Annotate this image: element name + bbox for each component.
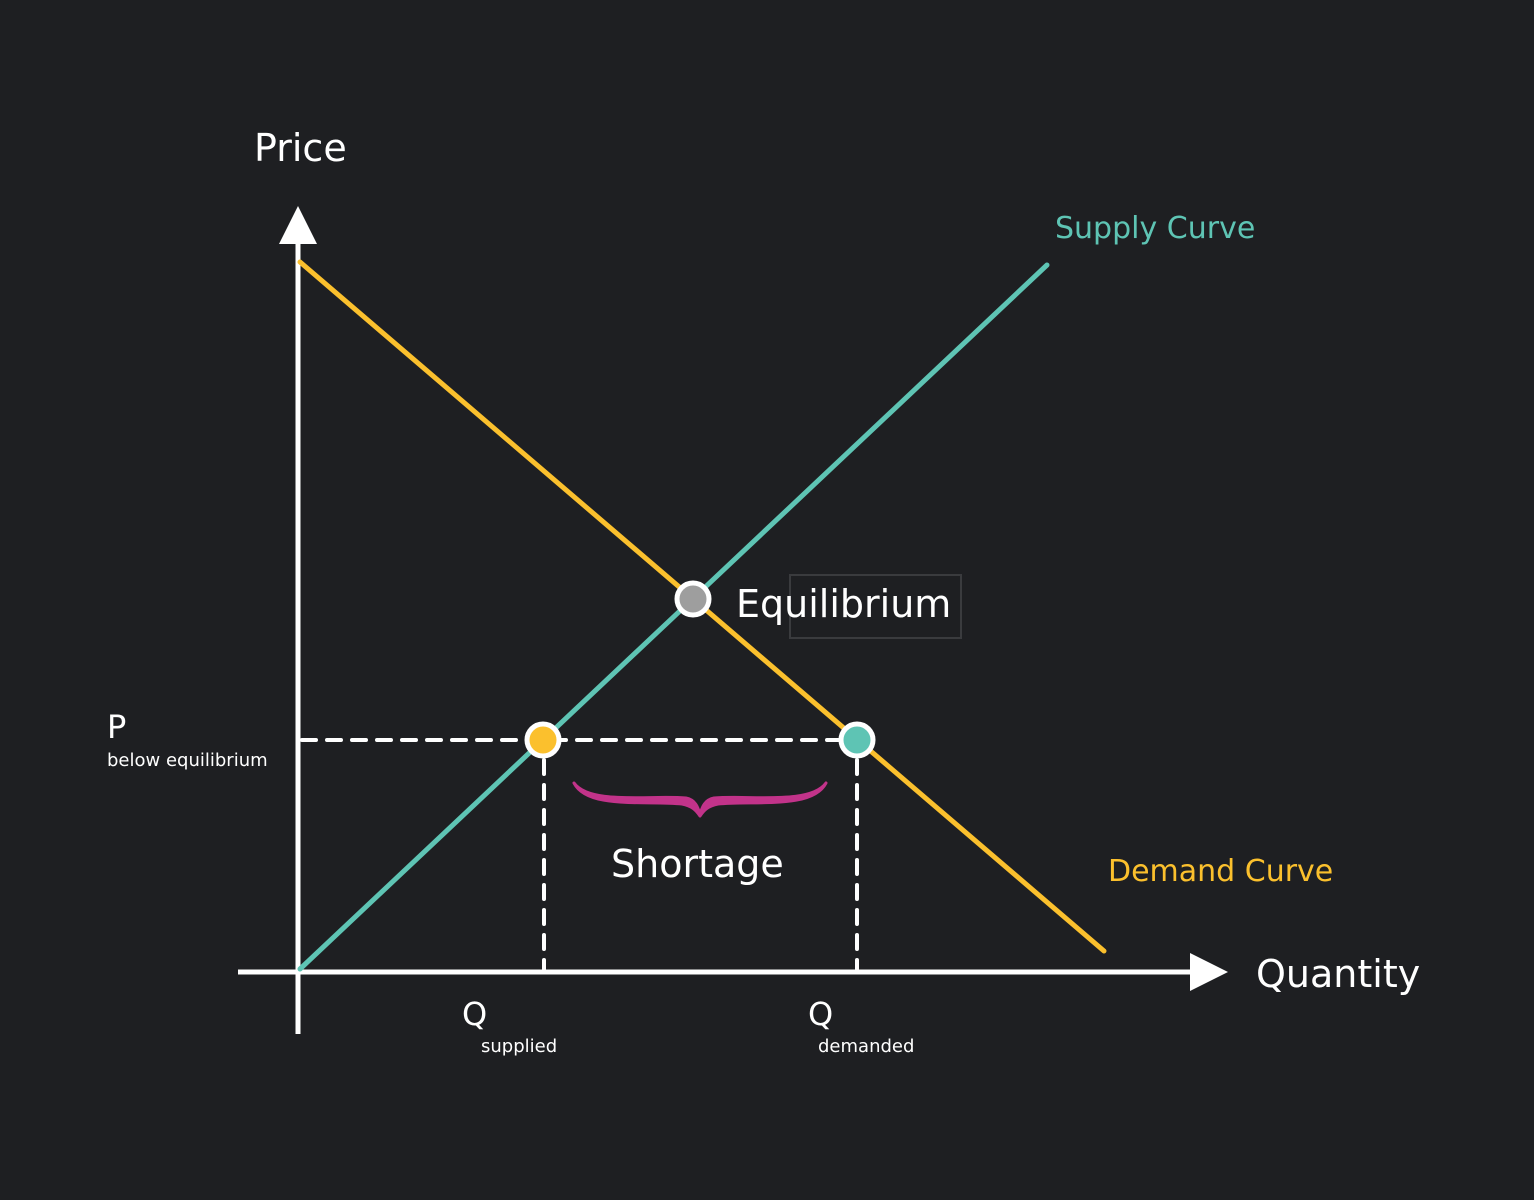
qd-label: Q [808, 995, 834, 1033]
equilibrium-label: Equilibrium [736, 582, 952, 626]
qs-label: Q [462, 995, 488, 1033]
supply-curve [297, 262, 1050, 972]
supply-curve-label: Supply Curve [1055, 211, 1256, 246]
y-axis-arrow-icon [279, 206, 317, 244]
equilibrium-label-box [789, 574, 962, 639]
qd-sublabel: demanded [818, 1036, 915, 1057]
qs-point [524, 721, 562, 759]
x-axis-label: Quantity [1256, 952, 1421, 996]
equilibrium-point [674, 580, 712, 618]
x-axis-arrow-icon [1190, 953, 1228, 991]
shortage-label: Shortage [611, 842, 784, 886]
shortage-brace-icon [572, 781, 828, 818]
qd-point [838, 721, 876, 759]
demand-curve-label: Demand Curve [1108, 854, 1334, 889]
qs-sublabel: supplied [481, 1036, 558, 1057]
price-label: P [107, 708, 127, 746]
y-axis-label: Price [254, 126, 347, 170]
price-sublabel: below equilibrium [107, 750, 268, 771]
